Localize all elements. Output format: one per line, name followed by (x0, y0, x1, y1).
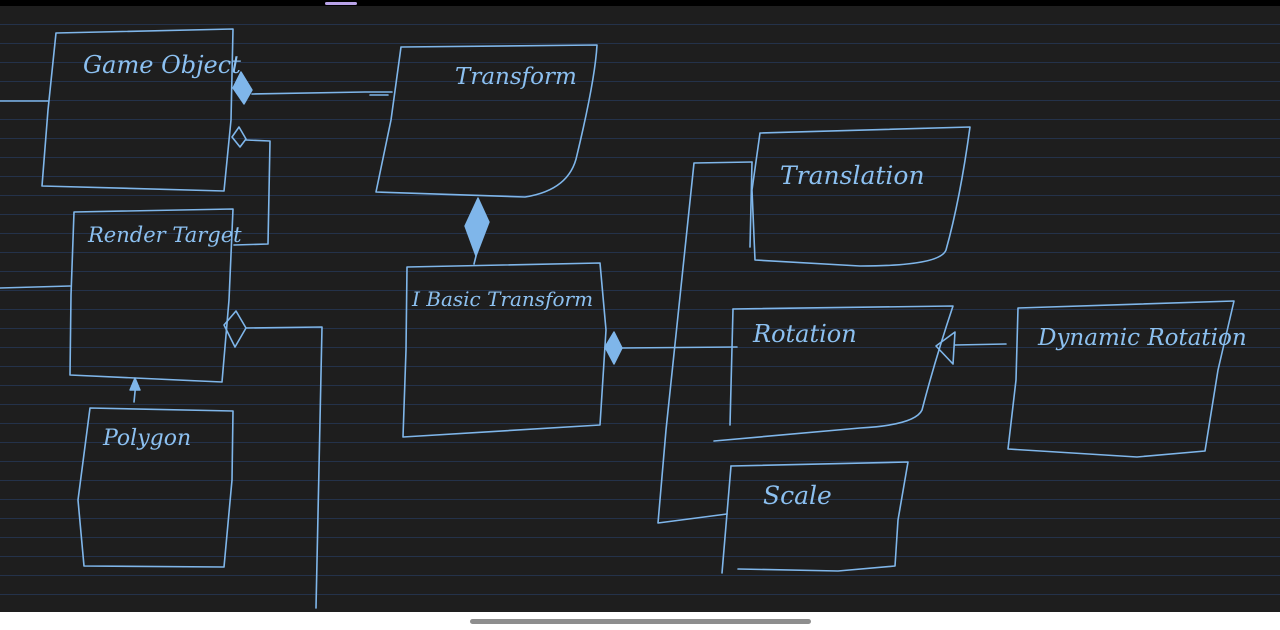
connector-left-edge (0, 100, 71, 289)
box-dynamic-rotation[interactable]: Dynamic Rotation (1007, 300, 1247, 458)
home-indicator[interactable] (470, 619, 811, 624)
connector-rendertarget-down (223, 310, 323, 609)
connector-gameobject-transform (232, 71, 393, 105)
composition-diamond-icon (604, 331, 623, 365)
label-translation: Translation (780, 161, 925, 190)
label-rotation: Rotation (752, 320, 857, 348)
aggregation-diamond-icon (231, 126, 247, 148)
box-rotation[interactable]: Rotation (713, 305, 954, 442)
connector-dynamic-rotation (935, 331, 1007, 365)
box-scale[interactable]: Scale (721, 461, 909, 574)
connector-gameobject-rendertarget (231, 126, 271, 246)
box-polygon[interactable]: Polygon (77, 407, 234, 568)
inheritance-arrow-icon (129, 377, 141, 391)
box-i-basic-transform[interactable]: I Basic Transform (402, 262, 607, 438)
composition-diamond-icon (464, 197, 490, 257)
label-scale: Scale (763, 481, 832, 510)
drawing-canvas[interactable] (0, 6, 1280, 612)
label-game-object: Game Object (83, 51, 241, 79)
label-dynamic-rotation: Dynamic Rotation (1037, 325, 1247, 351)
label-i-basic-transform: I Basic Transform (411, 287, 593, 311)
composition-diamond-icon (232, 71, 253, 105)
box-transform[interactable]: Transform (375, 44, 598, 198)
label-polygon: Polygon (102, 426, 191, 451)
box-render-target[interactable]: Render Target (69, 208, 242, 383)
connector-transform-ibasic (464, 197, 490, 265)
connector-ibasic-rotation (604, 161, 753, 524)
label-transform: Transform (455, 64, 577, 90)
inheritance-arrow-icon (935, 331, 956, 365)
connector-polygon-rendertarget (129, 377, 141, 403)
box-translation[interactable]: Translation (751, 126, 971, 267)
status-bar (0, 0, 1280, 6)
box-game-object[interactable]: Game Object (41, 28, 241, 192)
label-render-target: Render Target (87, 223, 242, 247)
top-indicator (325, 2, 357, 5)
